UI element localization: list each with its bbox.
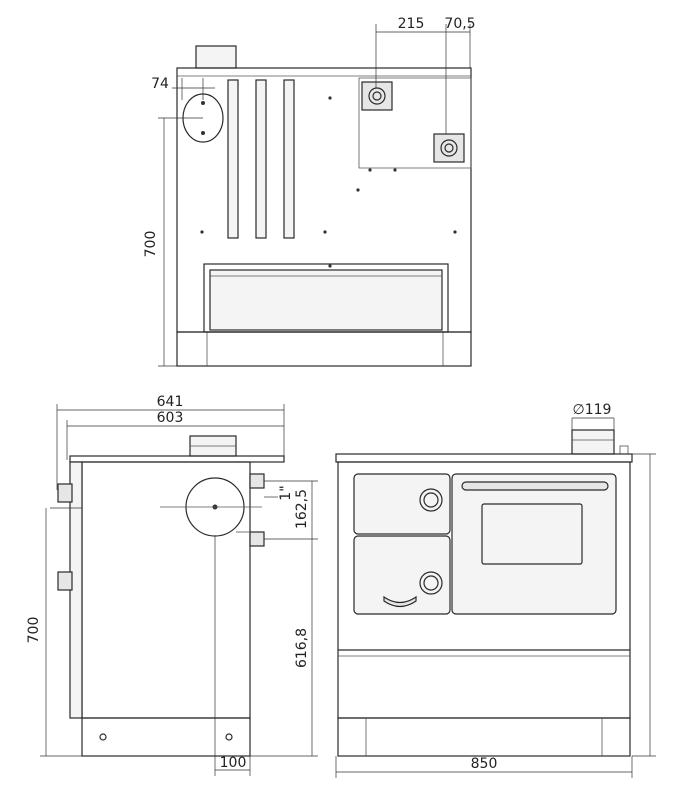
rear-drawer	[209, 269, 443, 331]
rear-plinth	[176, 331, 472, 367]
side-connection-lower	[249, 531, 265, 547]
dim-119-diameter: ∅119	[573, 402, 612, 418]
rear-rail-3	[283, 79, 295, 239]
dim-616-8: 616,8	[294, 628, 310, 668]
rear-connection-1	[361, 81, 393, 111]
front-oven-handle	[461, 481, 609, 491]
front-upper-knob	[419, 488, 443, 512]
dim-74: 74	[151, 76, 169, 92]
dim-70-5: 70,5	[444, 16, 475, 32]
front-lower-handle	[383, 595, 417, 608]
dim-641: 641	[157, 394, 184, 410]
side-top-plate	[69, 455, 285, 463]
rear-rail-2	[255, 79, 267, 239]
rear-connection-2	[433, 133, 465, 163]
dim-700-side: 700	[26, 617, 42, 644]
dim-162-5: 162,5	[294, 489, 310, 529]
front-lower-knob	[419, 571, 443, 595]
front-lower-door	[353, 535, 451, 615]
rear-rail-1	[227, 79, 239, 239]
rear-flue-pipe	[195, 45, 237, 69]
side-view: 641 603 1" 162,5 616,8	[26, 394, 318, 776]
front-flue-pipe	[571, 429, 615, 455]
side-handle-upper	[57, 483, 73, 503]
rear-drawer-frame	[203, 263, 449, 333]
dim-100: 100	[220, 755, 247, 771]
front-top-plate	[335, 453, 633, 463]
rear-view: 215 70,5 74 700	[143, 16, 476, 367]
front-plinth	[337, 717, 631, 757]
side-handle-lower	[57, 571, 73, 591]
dim-215: 215	[398, 16, 425, 32]
side-plinth	[81, 717, 251, 757]
front-oven-window	[481, 503, 583, 565]
front-view: ∅119 850	[335, 402, 656, 778]
side-connection-upper	[249, 473, 265, 489]
dim-1-inch: 1"	[278, 485, 294, 500]
rear-water-panel	[358, 77, 472, 169]
dim-850: 850	[471, 756, 498, 772]
side-body	[81, 461, 251, 719]
front-oven-door	[451, 473, 617, 615]
dim-700-top: 700	[143, 231, 159, 258]
dim-603: 603	[157, 410, 184, 426]
front-upper-door	[353, 473, 451, 535]
